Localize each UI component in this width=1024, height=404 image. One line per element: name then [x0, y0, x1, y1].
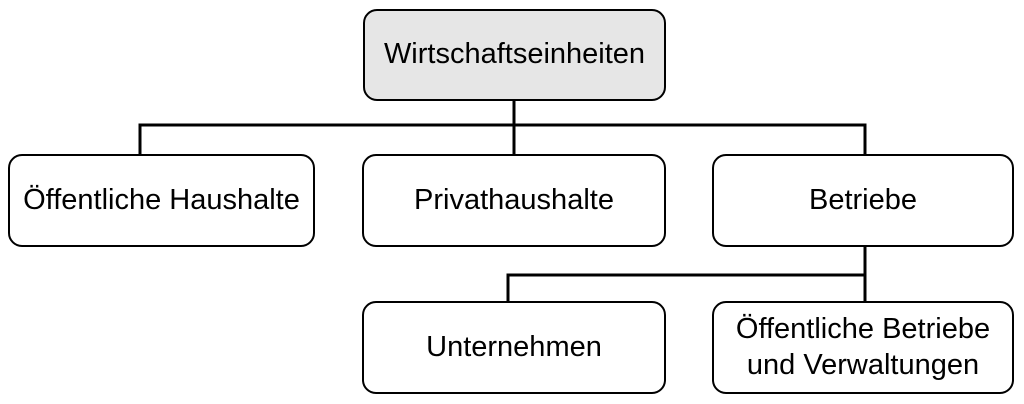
node-label: Wirtschaftseinheiten: [383, 38, 646, 71]
edge-root-to-level1: [138, 101, 867, 154]
node-betriebe: Betriebe: [712, 154, 1014, 247]
node-label: Privathaushalte: [414, 183, 614, 216]
node-wirtschaftseinheiten: Wirtschaftseinheiten: [363, 9, 666, 101]
node-oeffentliche-haushalte: Öffentliche Haushalte: [8, 154, 315, 247]
node-label: Öffentliche Haushalte: [23, 183, 300, 216]
edge-betriebe-to-level2: [506, 247, 867, 301]
node-label: Betriebe: [808, 183, 917, 216]
node-label: Öffentliche Betriebe und Verwaltungen: [735, 313, 991, 381]
node-unternehmen: Unternehmen: [362, 301, 666, 394]
node-privathaushalte: Privathaushalte: [362, 154, 666, 247]
node-label: Unternehmen: [426, 330, 602, 363]
node-oeffentliche-betriebe-und-verwaltungen: Öffentliche Betriebe und Verwaltungen: [712, 301, 1014, 394]
